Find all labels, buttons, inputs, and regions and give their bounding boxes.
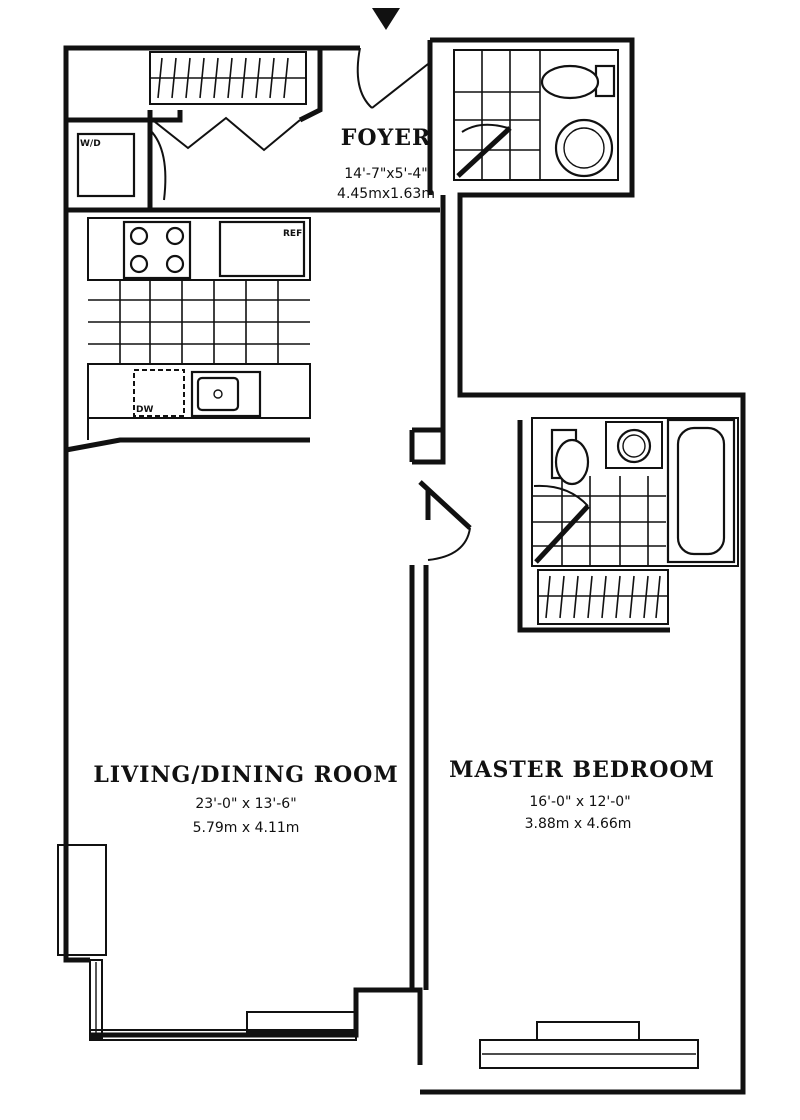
bedroom-dim-metric: 3.88m x 4.66m bbox=[525, 816, 632, 832]
labels: FOYER 14'-7"x5'-4" 4.45mx1.63m LIVING/DI… bbox=[93, 125, 715, 836]
bedroom-closet bbox=[517, 420, 670, 633]
entry-door bbox=[348, 45, 429, 109]
foyer-closet bbox=[147, 50, 323, 152]
foyer-dim-imperial: 14'-7"x5'-4" bbox=[344, 166, 428, 182]
washer-dryer: W/D bbox=[66, 117, 440, 213]
foyer-title: FOYER bbox=[341, 125, 432, 151]
bedroom-title: MASTER BEDROOM bbox=[449, 757, 715, 783]
living-window bbox=[57, 844, 358, 1041]
foyer-dim-metric: 4.45mx1.63m bbox=[337, 186, 435, 202]
bedroom-door bbox=[418, 480, 472, 561]
living-dim-metric: 5.79m x 4.11m bbox=[193, 820, 300, 836]
kitchen: REF DW bbox=[65, 217, 311, 453]
powder-bath bbox=[453, 49, 619, 181]
wd-label: W/D bbox=[80, 139, 101, 149]
entry-arrow-icon bbox=[372, 8, 400, 30]
master-bath bbox=[531, 417, 739, 567]
bedroom-window bbox=[479, 1021, 699, 1069]
ref-label: REF bbox=[283, 229, 302, 239]
living-dim-imperial: 23'-0" x 13'-6" bbox=[195, 796, 296, 812]
bedroom-dim-imperial: 16'-0" x 12'-0" bbox=[529, 794, 630, 810]
living-title: LIVING/DINING ROOM bbox=[93, 762, 398, 788]
dw-label: DW bbox=[136, 405, 153, 415]
